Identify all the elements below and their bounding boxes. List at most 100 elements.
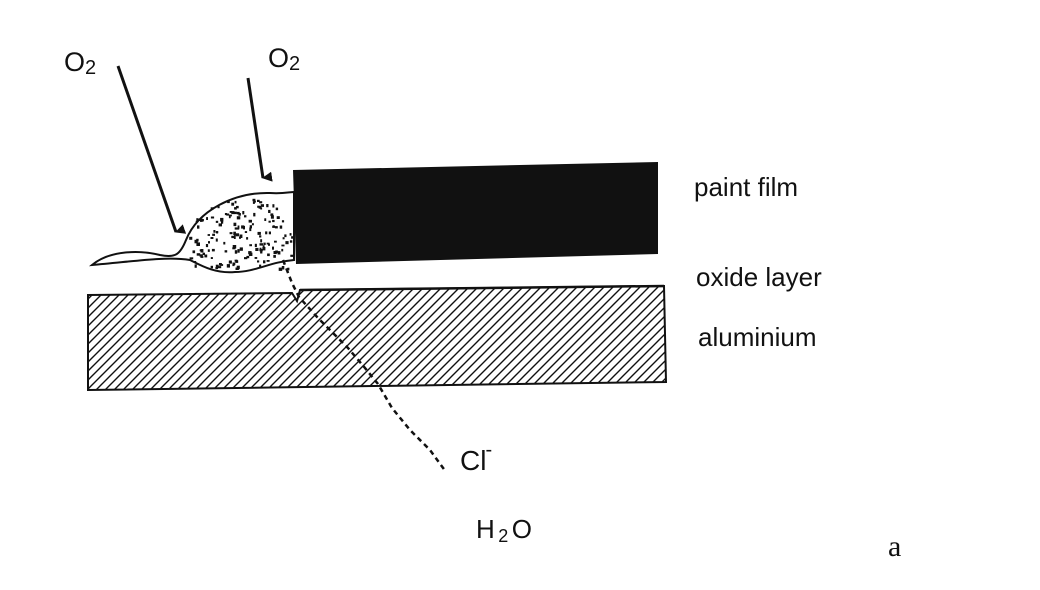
stipple-dot [284, 234, 287, 238]
oxygen-label-left: O2 [64, 47, 97, 79]
stipple-dot [215, 238, 218, 242]
stipple-dot [221, 221, 224, 224]
stipple-dot [282, 237, 285, 240]
stipple-dot [278, 267, 283, 271]
stipple-dot [234, 250, 238, 254]
stipple-dot [233, 231, 236, 235]
stipple-dot [279, 225, 283, 229]
stipple-dot [232, 247, 236, 250]
stipple-dot [234, 207, 237, 210]
stipple-dot [235, 259, 238, 263]
stipple-dot [218, 223, 222, 227]
stipple-dot [233, 222, 237, 227]
stipple-dot [268, 209, 271, 213]
stipple-dot [229, 232, 233, 235]
stipple-dot [220, 217, 224, 222]
stipple-dot [274, 240, 277, 243]
stipple-dot [257, 231, 261, 235]
paint-film-label: paint film [694, 172, 799, 202]
aluminium-substrate [87, 284, 668, 392]
stipple-dot [227, 200, 230, 204]
stipple-dot [251, 223, 254, 226]
stipple-dot [268, 220, 271, 223]
stipple-dot [218, 266, 222, 269]
stipple-dot [232, 264, 235, 267]
stipple-dot [197, 225, 200, 229]
stipple-dot [236, 211, 240, 215]
stipple-dot [242, 211, 245, 215]
stipple-dot [192, 250, 196, 254]
stipple-dot [237, 225, 240, 229]
stipple-dot [213, 230, 216, 233]
stipple-dot [239, 234, 243, 238]
stipple-dot [196, 218, 199, 222]
stipple-dot [228, 260, 232, 264]
stipple-dot [196, 242, 200, 246]
corrosion-blister [88, 190, 295, 274]
stipple-dot [244, 231, 248, 233]
stipple-dot [287, 267, 290, 271]
stipple-dot [210, 257, 213, 259]
stipple-dot [277, 251, 281, 255]
stipple-dot [200, 249, 204, 253]
panel-letter: a [888, 530, 902, 563]
stipple-dot [272, 204, 275, 208]
stipple-dot [291, 236, 295, 239]
stipple-dot [266, 204, 269, 208]
stipple-dot [281, 244, 285, 247]
stipple-dot [196, 253, 201, 256]
stipple-dot [202, 252, 205, 256]
stipple-dot [244, 257, 248, 260]
stipple-dot [272, 246, 274, 250]
stipple-dot [268, 231, 271, 235]
stipple-dot [252, 198, 256, 202]
stipple-dot [215, 231, 219, 234]
stipple-dot [200, 256, 204, 258]
stipple-dot [274, 226, 278, 229]
stipple-dot [224, 250, 228, 253]
stipple-dot [246, 237, 249, 240]
stipple-dot [226, 213, 230, 216]
stipple-dot [194, 264, 197, 268]
stipple-dot [259, 264, 262, 268]
stipple-dot [259, 248, 263, 252]
stipple-dot [270, 215, 274, 219]
stipple-dot [194, 261, 197, 263]
stipple-dot [259, 247, 262, 250]
stipple-dot [189, 236, 193, 240]
stipple-dots [189, 198, 295, 271]
stipple-dot [276, 216, 280, 219]
stipple-dot [260, 250, 263, 254]
oxide-layer-line [299, 284, 665, 292]
stipple-dot [232, 262, 236, 266]
stipple-dot [236, 205, 239, 209]
stipple-dot [257, 199, 260, 202]
stipple-dot [205, 244, 209, 248]
stipple-dot [268, 243, 270, 246]
stipple-dot [241, 225, 245, 229]
stipple-dot [208, 241, 210, 244]
stipple-dot [270, 213, 274, 216]
stipple-dot [259, 243, 263, 246]
stipple-dot [259, 201, 263, 204]
stipple-dot [289, 240, 293, 243]
stipple-dot [260, 204, 264, 207]
stipple-dot [231, 202, 235, 206]
stipple-dot [248, 219, 252, 223]
stipple-dot [257, 205, 261, 208]
stipple-dot [272, 225, 275, 228]
stipple-dot [281, 266, 285, 270]
stipple-dot [281, 248, 284, 252]
stipple-dot [266, 260, 270, 262]
stipple-dot [248, 251, 252, 255]
stipple-dot [231, 235, 235, 239]
oxygen-label-right: O2 [268, 43, 301, 75]
stipple-dot [265, 231, 268, 235]
stipple-dot [252, 201, 255, 204]
stipple-dot [249, 227, 252, 232]
stipple-dot [234, 200, 237, 204]
stipple-dot [238, 213, 241, 216]
stipple-dot [201, 219, 204, 222]
stipple-dot [199, 254, 203, 257]
